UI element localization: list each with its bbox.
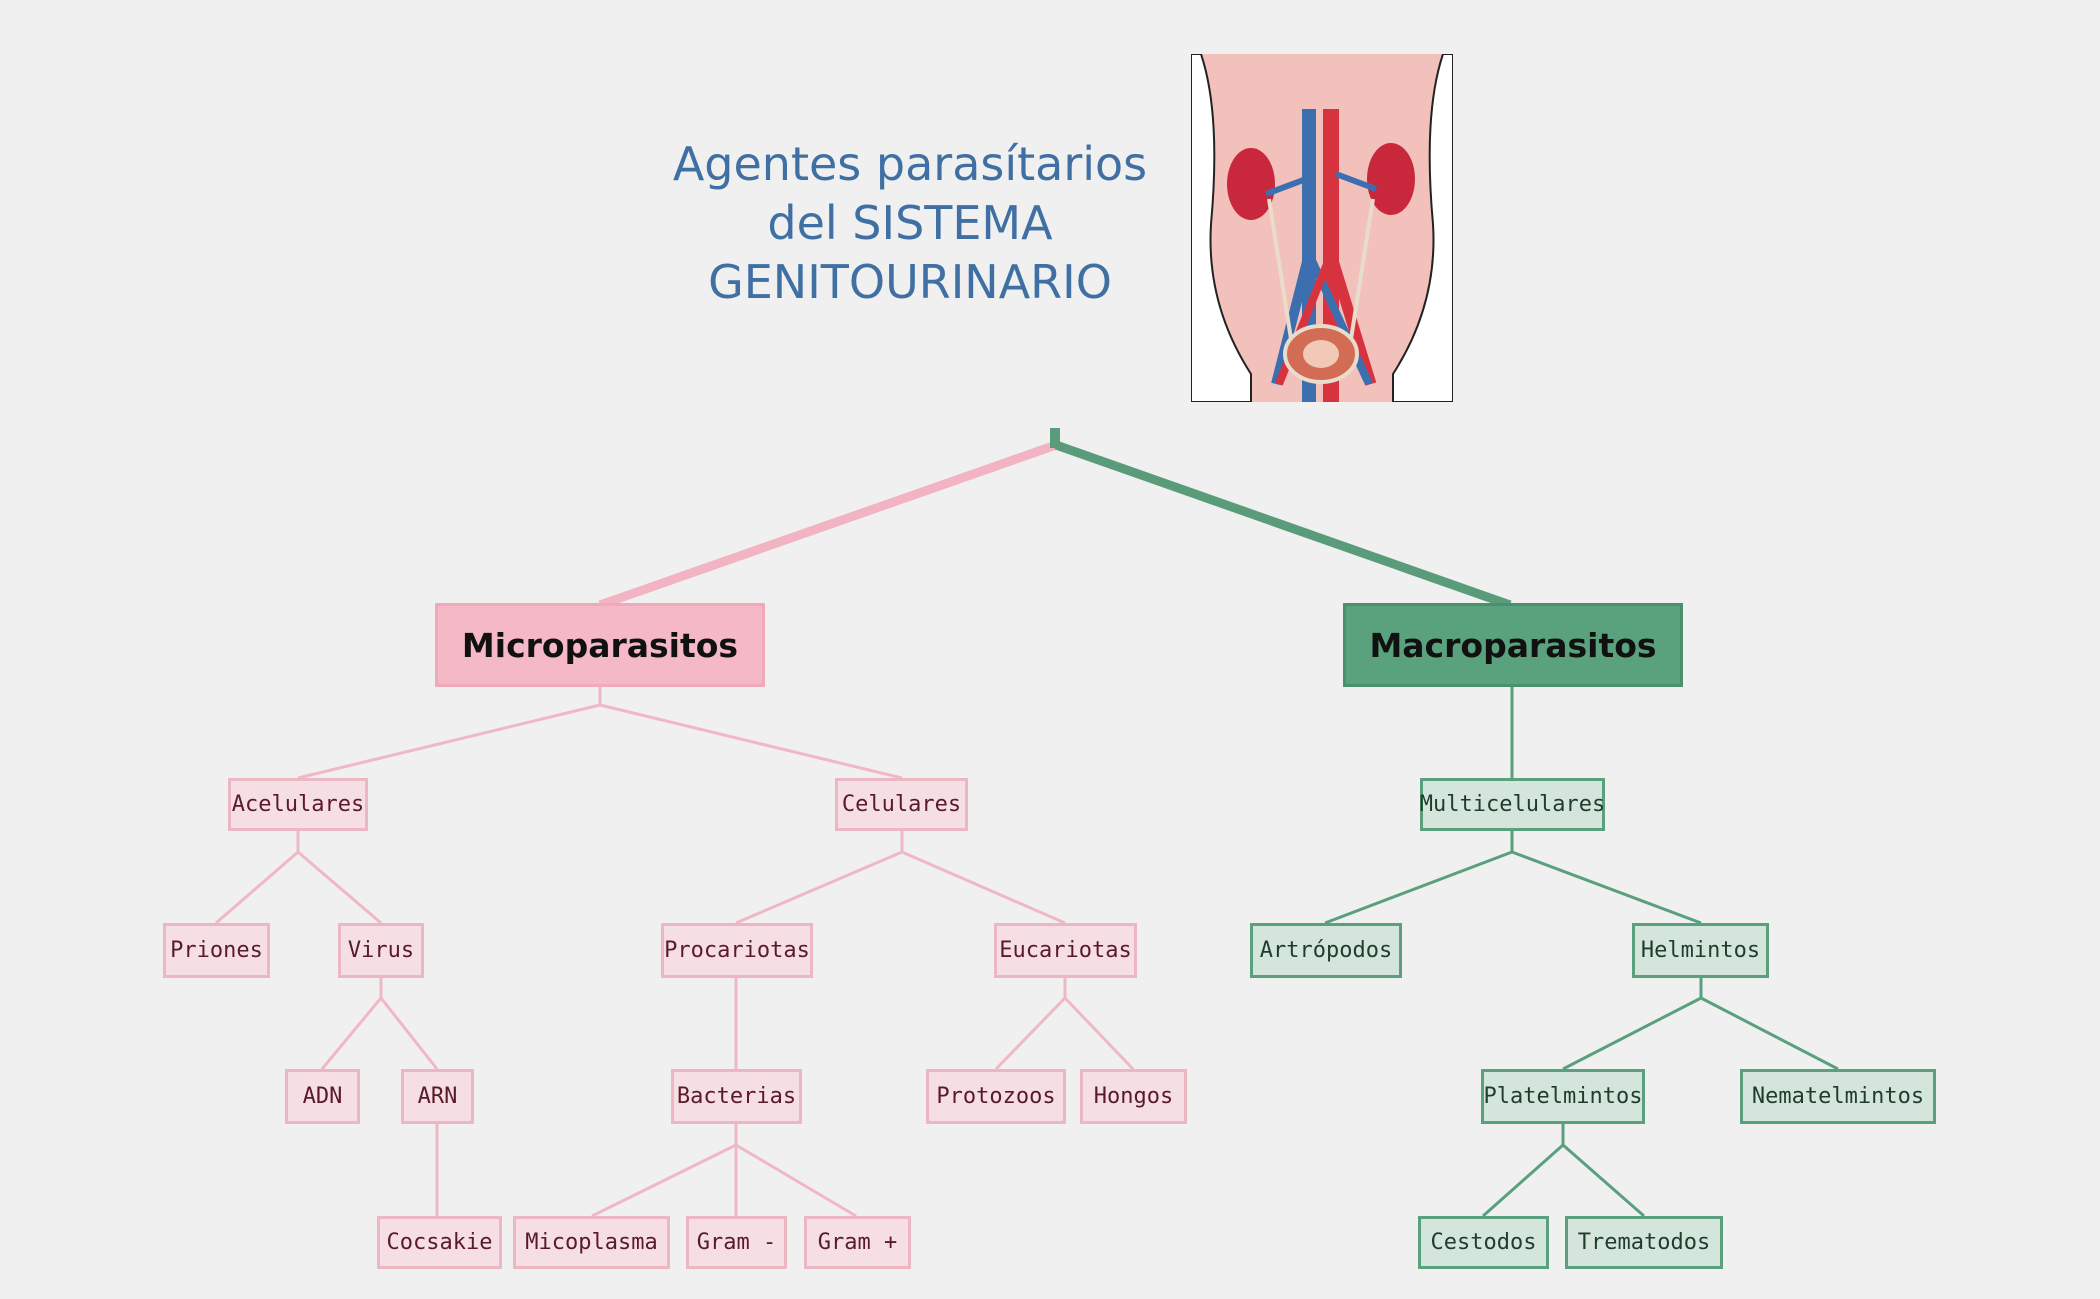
title-line-2: del SISTEMA [767, 196, 1053, 250]
node-macroparasitos[interactable]: Macroparasitos [1343, 603, 1683, 687]
title-line-1: Agentes parasítarios [672, 137, 1148, 191]
node-celulares[interactable]: Celulares [835, 778, 968, 831]
node-helmintos[interactable]: Helmintos [1632, 923, 1769, 978]
node-trematodos[interactable]: Trematodos [1565, 1216, 1723, 1269]
node-protozoos[interactable]: Protozoos [926, 1069, 1066, 1124]
node-priones[interactable]: Priones [163, 923, 270, 978]
node-acelulares[interactable]: Acelulares [228, 778, 368, 831]
node-gram-plus[interactable]: Gram + [804, 1216, 911, 1269]
node-artropodos[interactable]: Artrópodos [1250, 923, 1402, 978]
node-platelmintos[interactable]: Platelmintos [1481, 1069, 1645, 1124]
node-microparasitos[interactable]: Microparasitos [435, 603, 765, 687]
node-multicelulares[interactable]: Multicelulares [1420, 778, 1605, 831]
macro-connectors [1324, 687, 1839, 1218]
node-micoplasma[interactable]: Micoplasma [513, 1216, 670, 1269]
node-arn[interactable]: ARN [401, 1069, 474, 1124]
node-gram-minus[interactable]: Gram - [686, 1216, 787, 1269]
node-eucariotas[interactable]: Eucariotas [994, 923, 1137, 978]
node-adn[interactable]: ADN [285, 1069, 360, 1124]
title-line-3: GENITOURINARIO [708, 255, 1112, 309]
node-procariotas[interactable]: Procariotas [661, 923, 813, 978]
node-cocsakie[interactable]: Cocsakie [377, 1216, 502, 1269]
node-cestodos[interactable]: Cestodos [1418, 1216, 1549, 1269]
micro-connectors [215, 687, 1135, 1218]
node-nematelmintos[interactable]: Nematelmintos [1740, 1069, 1936, 1124]
page-title: Agentes parasítarios del SISTEMA GENITOU… [620, 135, 1200, 312]
root-connectors [598, 428, 1512, 610]
urinary-system-illustration [1191, 54, 1453, 402]
node-bacterias[interactable]: Bacterias [671, 1069, 802, 1124]
node-virus[interactable]: Virus [338, 923, 424, 978]
node-hongos[interactable]: Hongos [1080, 1069, 1187, 1124]
